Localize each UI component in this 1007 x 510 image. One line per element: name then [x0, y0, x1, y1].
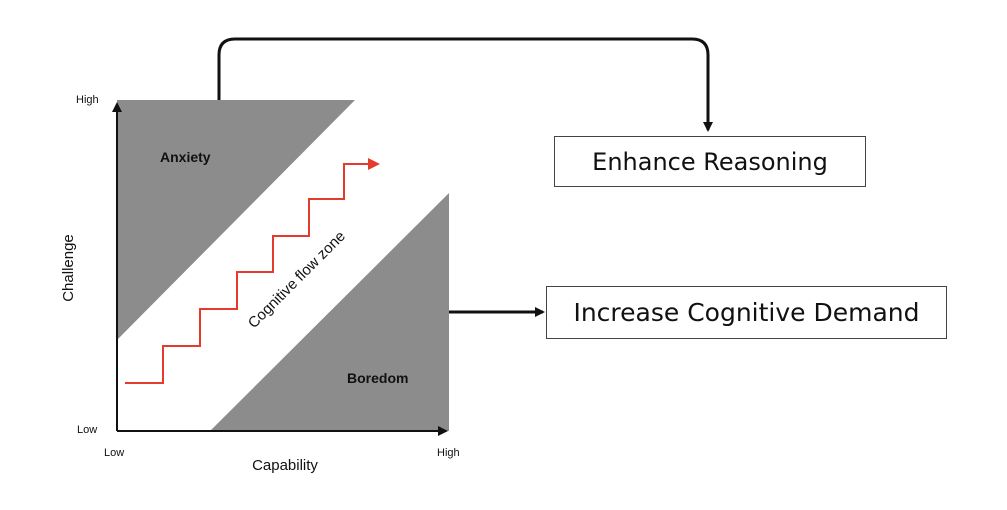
y-axis-low-label: Low [77, 424, 97, 436]
increase-demand-box: Increase Cognitive Demand [546, 286, 947, 339]
x-axis-high-label: High [437, 447, 460, 459]
connector-to-enhance-reasoning [217, 37, 713, 132]
enhance-reasoning-label: Enhance Reasoning [592, 147, 828, 176]
region-label-anxiety: Anxiety [160, 149, 211, 165]
x-axis-title: Capability [252, 457, 318, 474]
boredom-region [210, 193, 449, 431]
enhance-reasoning-box: Enhance Reasoning [554, 136, 866, 187]
flow-staircase-arrow [125, 158, 380, 384]
x-axis-low-label: Low [104, 447, 124, 459]
y-axis-title: Challenge [60, 234, 77, 302]
anxiety-region [117, 100, 355, 340]
region-label-boredom: Boredom [347, 370, 408, 386]
increase-demand-label: Increase Cognitive Demand [573, 298, 920, 327]
y-axis-high-label: High [76, 94, 99, 106]
